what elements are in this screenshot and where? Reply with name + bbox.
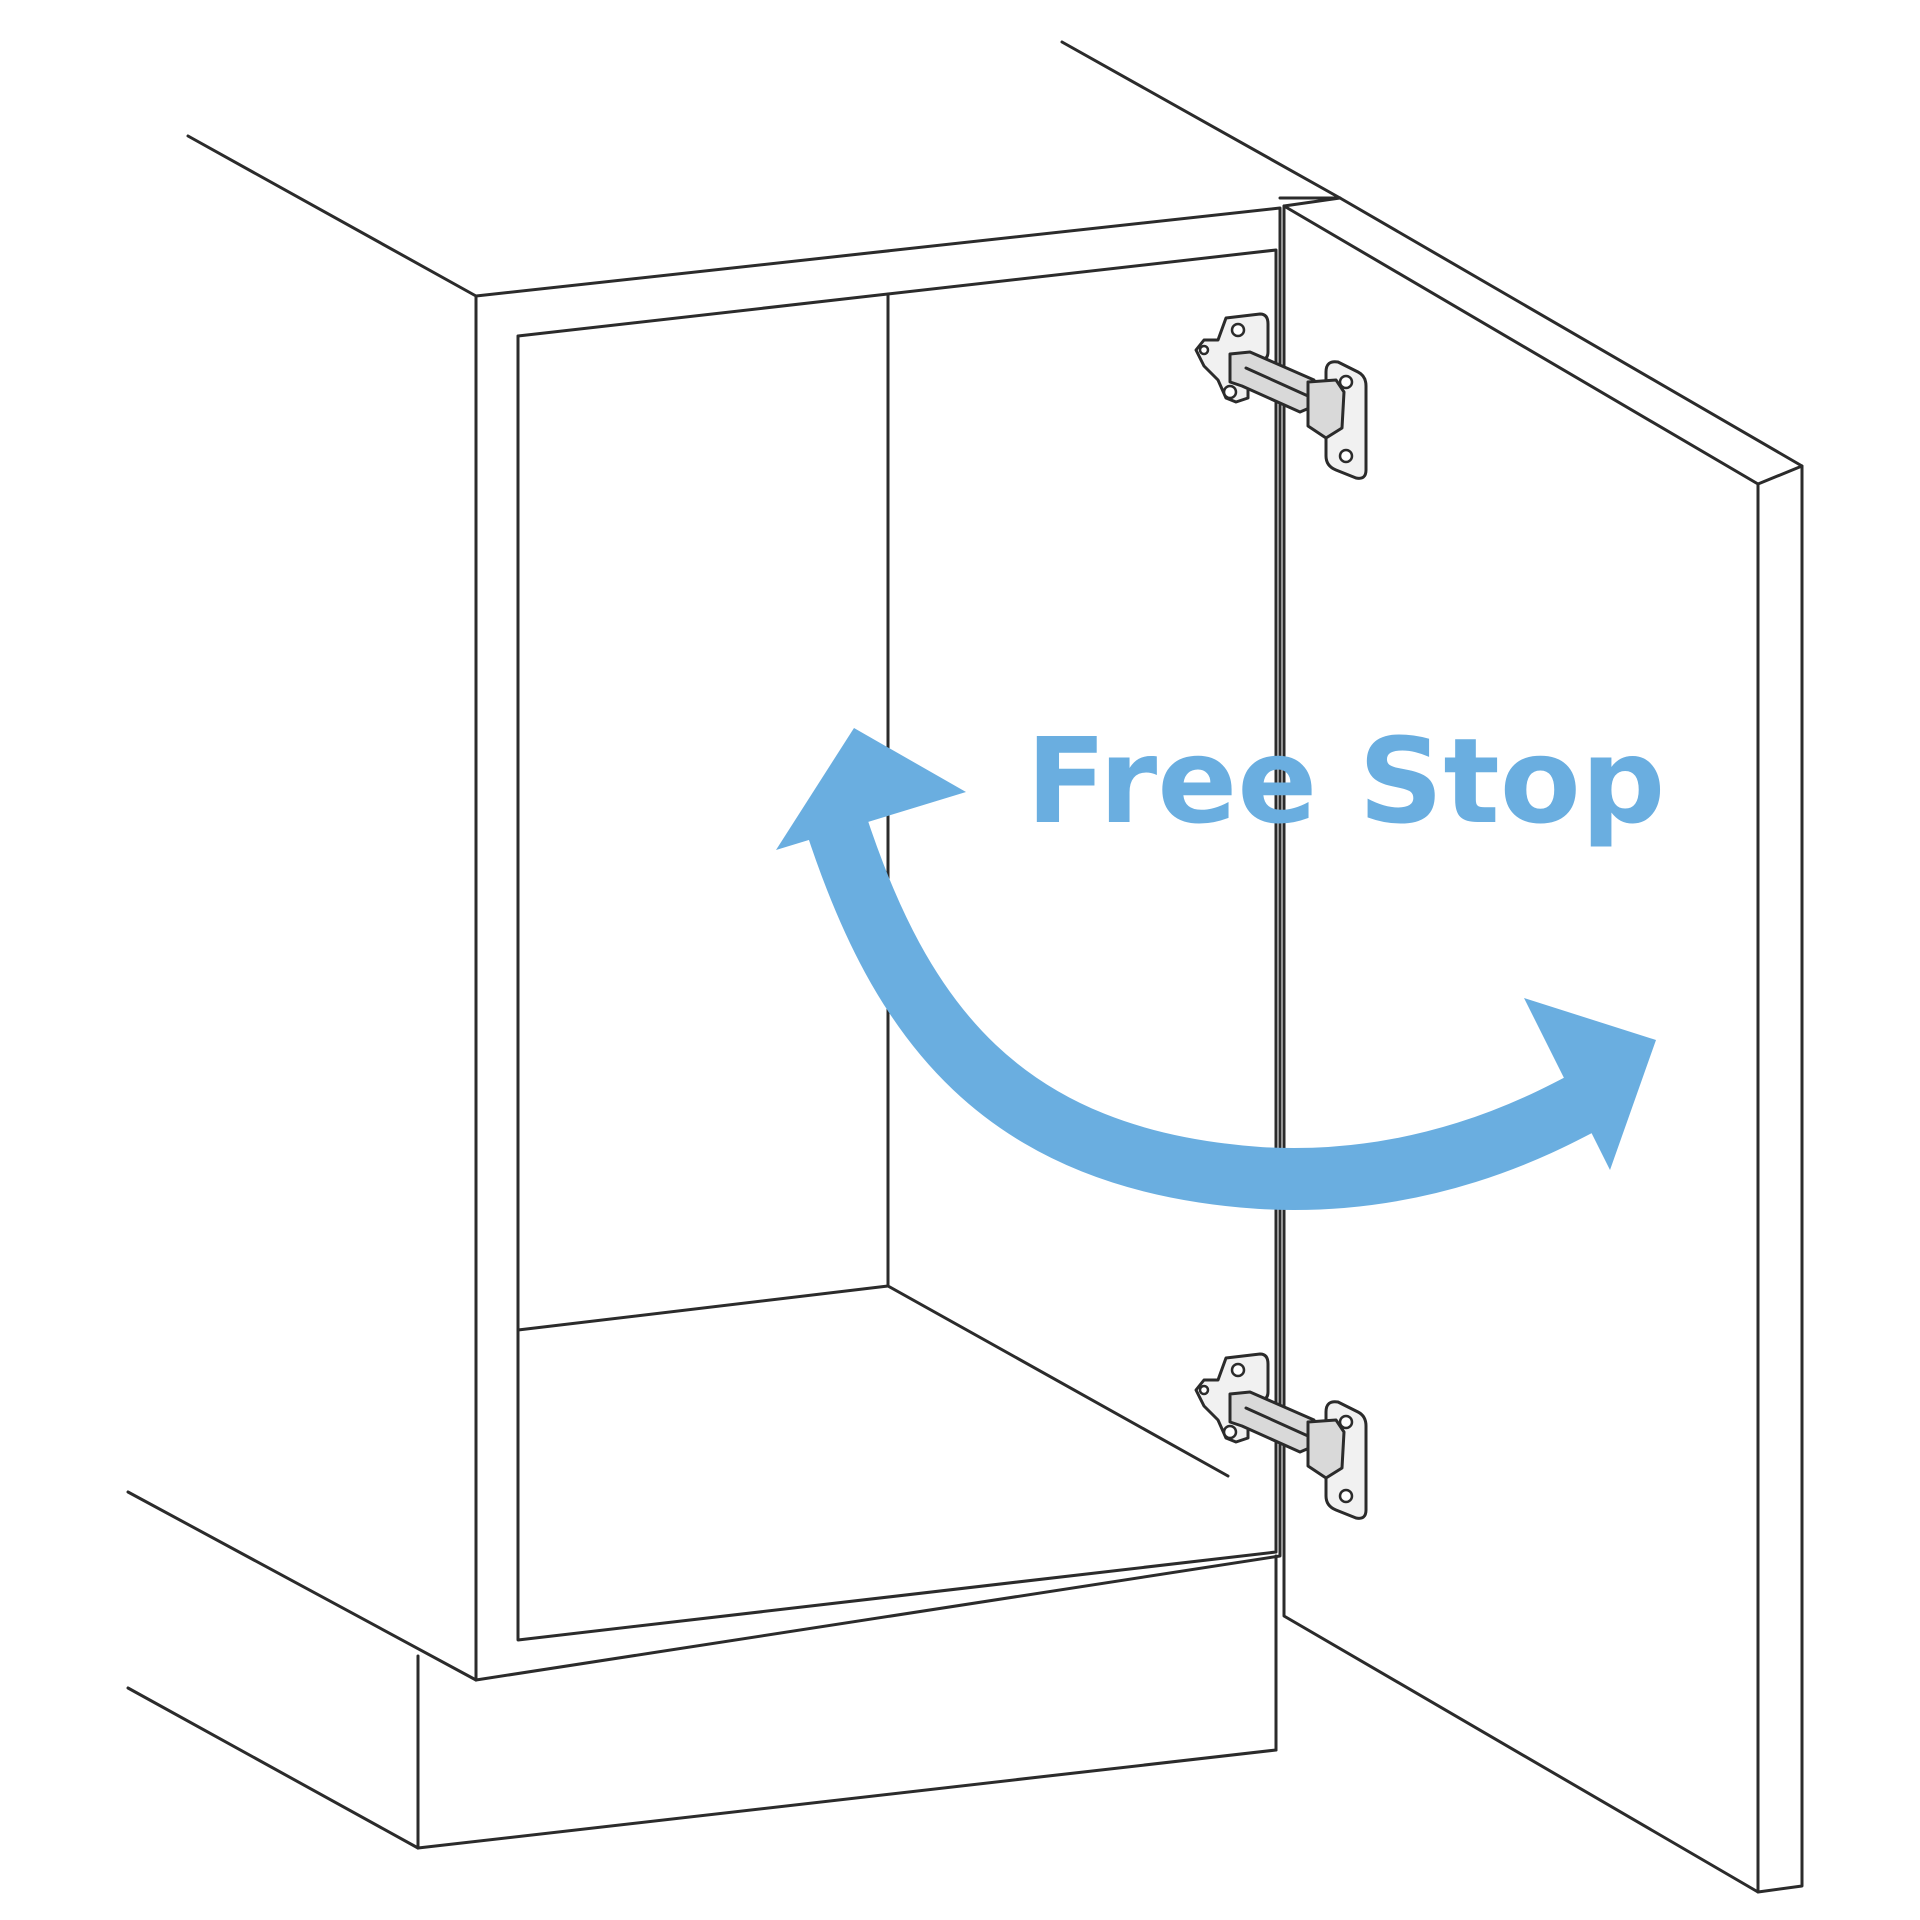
right-wall-edge [1060, 40, 1342, 200]
cabinet-door [1282, 196, 1804, 1894]
free-stop-label: Free Stop [1026, 712, 1665, 850]
left-cabinet-edges [126, 134, 478, 1850]
hinge-icon [1194, 1352, 1368, 1520]
hinge-icon [1194, 312, 1368, 480]
double-arrow-icon [776, 728, 1656, 1210]
cabinet-carcass [416, 196, 1342, 1850]
